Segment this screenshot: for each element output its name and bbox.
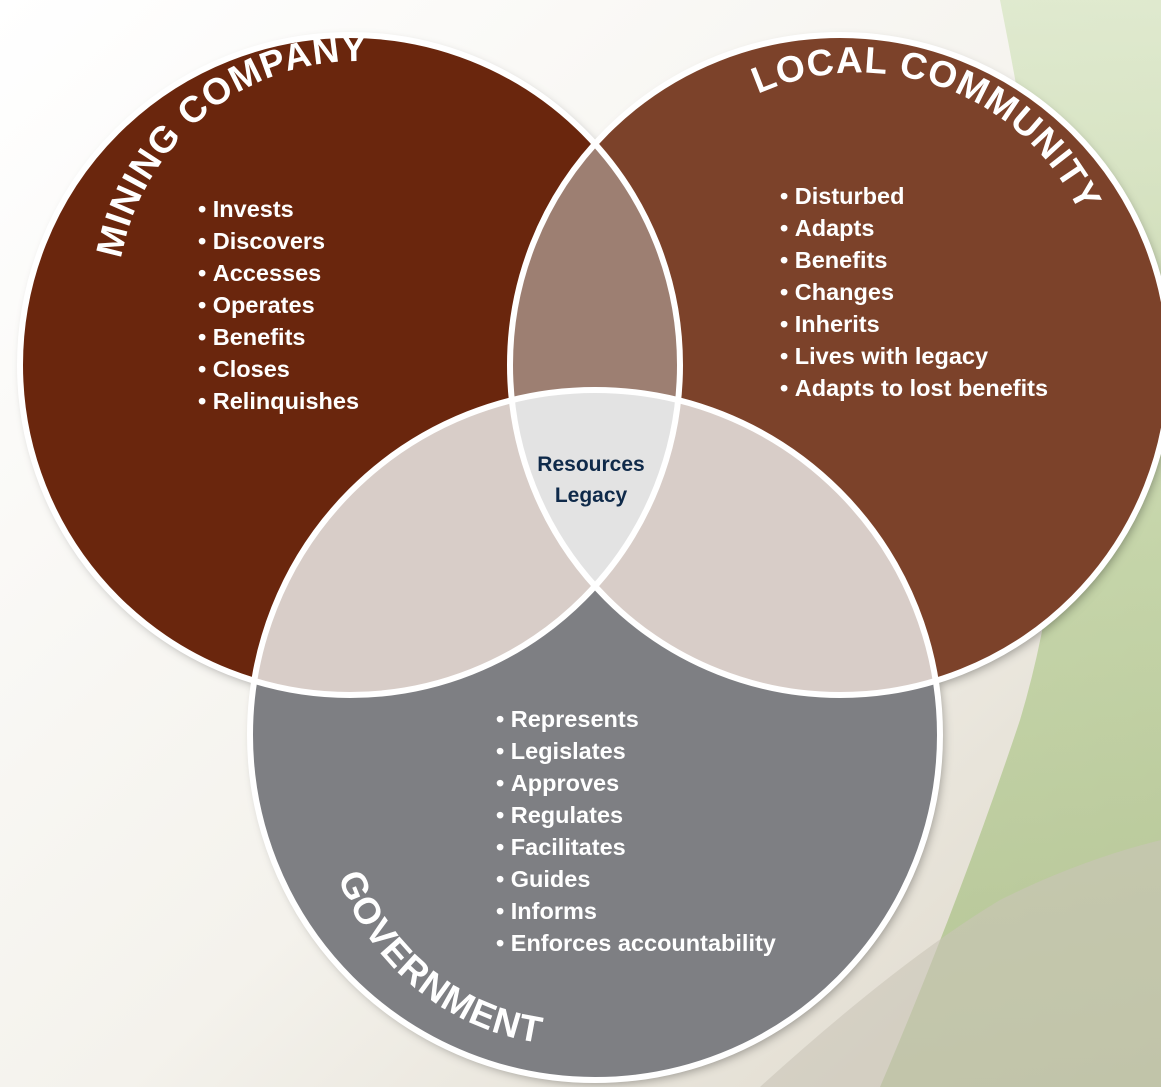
circle-outline-mining: [17, 32, 683, 698]
overlap-mining-government: [250, 390, 680, 695]
list-item: Benefits: [198, 321, 359, 353]
circle-outline-government: [247, 387, 943, 1083]
center-label-line1: Resources: [537, 453, 645, 476]
list-item: Benefits: [780, 244, 1048, 276]
list-item: Disturbed: [780, 180, 1048, 212]
center-label: Resources Legacy: [505, 449, 677, 511]
list-item: Represents: [496, 703, 776, 735]
overlap-community-government: [510, 390, 940, 695]
government-list: Represents Legislates Approves Regulates…: [496, 703, 776, 959]
list-item: Closes: [198, 353, 359, 385]
local-community-list: Disturbed Adapts Benefits Changes Inheri…: [780, 180, 1048, 404]
circle-outline-community: [507, 32, 1161, 698]
list-item: Discovers: [198, 225, 359, 257]
list-item: Operates: [198, 289, 359, 321]
list-item: Accesses: [198, 257, 359, 289]
list-item: Approves: [496, 767, 776, 799]
list-item: Guides: [496, 863, 776, 895]
list-item: Legislates: [496, 735, 776, 767]
list-item: Informs: [496, 895, 776, 927]
list-item: Adapts: [780, 212, 1048, 244]
center-label-line2: Legacy: [554, 484, 628, 507]
list-item: Changes: [780, 276, 1048, 308]
mining-company-list: Invests Discovers Accesses Operates Bene…: [198, 193, 359, 417]
list-item: Enforces accountability: [496, 927, 776, 959]
list-item: Facilitates: [496, 831, 776, 863]
list-item: Adapts to lost benefits: [780, 372, 1048, 404]
list-item: Invests: [198, 193, 359, 225]
background-water: [760, 840, 1161, 1087]
list-item: Regulates: [496, 799, 776, 831]
list-item: Inherits: [780, 308, 1048, 340]
list-item: Lives with legacy: [780, 340, 1048, 372]
list-item: Relinquishes: [198, 385, 359, 417]
